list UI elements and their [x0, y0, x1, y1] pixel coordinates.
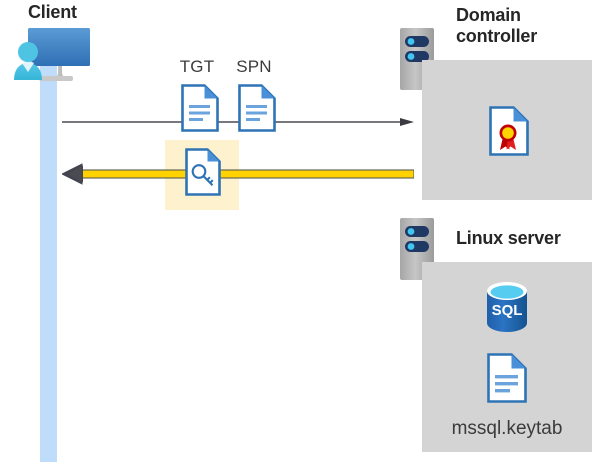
client-lifeline: [40, 62, 57, 462]
keytab-filename-label: mssql.keytab: [451, 418, 563, 439]
key-document-icon: [185, 148, 221, 201]
sql-database-icon: SQL: [484, 281, 530, 338]
workstation-user-icon: [8, 24, 98, 86]
tgt-document-icon: [181, 84, 219, 137]
keytab-document-icon: [487, 353, 527, 408]
linux-server-label: Linux server: [456, 228, 561, 248]
domain-controller-label-line2: controller: [456, 26, 538, 46]
response-arrow: [60, 163, 415, 185]
client-label: Client: [28, 2, 77, 22]
domain-controller-label: Domain controller: [456, 5, 596, 47]
request-arrow: [62, 113, 414, 126]
spn-document-icon: [238, 84, 276, 137]
spn-label: SPN: [236, 57, 272, 76]
certificate-icon: [489, 106, 529, 161]
domain-controller-label-line1: Domain: [456, 5, 521, 25]
svg-text:SQL: SQL: [492, 302, 523, 319]
tgt-label: TGT: [179, 57, 215, 76]
